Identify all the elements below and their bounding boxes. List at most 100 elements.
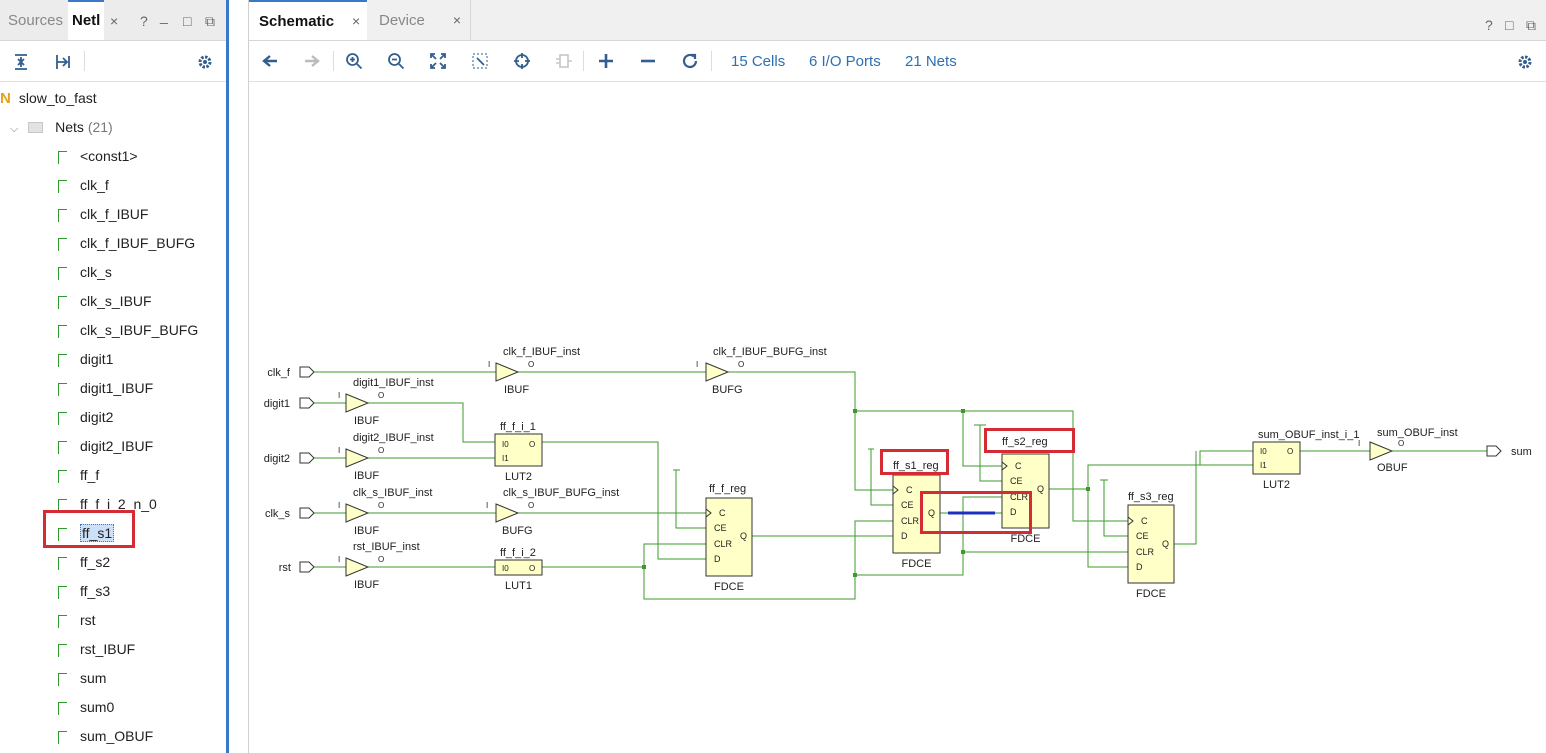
net-item[interactable]: ff_s2 [56, 551, 110, 573]
pin-label: CLR [901, 516, 920, 526]
float-icon[interactable]: ⧉ [1526, 17, 1536, 33]
netlist-badge-icon: N [0, 90, 11, 107]
zoom-in-icon[interactable] [345, 52, 363, 70]
gear-icon[interactable] [196, 53, 214, 71]
net-label: <const1> [80, 148, 138, 164]
pin-label: O [528, 360, 534, 369]
fit-view-icon[interactable] [429, 52, 447, 70]
net-label: clk_f_IBUF_BUFG [80, 235, 196, 251]
minimize-icon[interactable]: _ [160, 8, 168, 24]
input-port [299, 397, 315, 409]
close-icon[interactable]: × [452, 12, 462, 28]
chevron-down-icon[interactable]: ⌵ [10, 123, 19, 135]
net-item[interactable]: digit1 [56, 348, 113, 370]
net-item[interactable]: sum0 [56, 696, 114, 718]
pin-label: CE [901, 500, 914, 510]
refresh-icon[interactable] [681, 52, 699, 70]
pin-label: CLR [1136, 547, 1155, 557]
net-wire [728, 371, 893, 491]
pin-label: C [906, 485, 913, 495]
plus-icon[interactable] [597, 52, 615, 70]
pin-label: CE [1010, 476, 1023, 486]
collapse-all-icon[interactable] [12, 53, 30, 71]
io-ports-count-link[interactable]: 6 I/O Ports [809, 53, 881, 70]
tab-schematic[interactable]: Schematic× [249, 0, 367, 40]
output-port [1486, 445, 1502, 457]
net-item[interactable]: clk_s_IBUF [56, 290, 152, 312]
net-item[interactable]: <const1> [56, 145, 138, 167]
net-item[interactable]: clk_s_IBUF_BUFG [56, 319, 198, 341]
minus-icon[interactable] [639, 52, 657, 70]
lut-cell [1252, 441, 1301, 475]
net-item[interactable]: ff_s3 [56, 580, 110, 602]
pin-label: C [1141, 516, 1148, 526]
net-icon [58, 644, 67, 657]
nets-folder-label: Nets [55, 119, 84, 135]
net-icon [58, 702, 67, 715]
net-item[interactable]: ff_f_i_2_n_0 [56, 493, 157, 515]
net-item[interactable]: rst_IBUF [56, 638, 135, 660]
net-item[interactable]: digit2_IBUF [56, 435, 153, 457]
highlight-box-ff-s1-reg [880, 449, 949, 475]
port-label: sum [1511, 446, 1532, 458]
obuf-cell [1369, 441, 1394, 461]
float-icon[interactable]: ⧉ [205, 13, 215, 29]
crosshair-icon[interactable] [513, 52, 531, 70]
net-item[interactable]: clk_f [56, 174, 109, 196]
net-item[interactable]: sum_OBUF [56, 725, 153, 747]
net-icon [58, 557, 67, 570]
back-arrow-icon[interactable] [261, 53, 279, 69]
cell-type-label: OBUF [1377, 462, 1408, 474]
cells-count-link[interactable]: 15 Cells [731, 53, 786, 70]
tab-sources[interactable]: Sources [8, 12, 64, 29]
help-icon[interactable]: ? [1485, 17, 1493, 33]
gear-icon[interactable] [1516, 53, 1534, 71]
input-port [299, 561, 315, 573]
pin-label: O [529, 440, 535, 449]
net-label: rst [80, 612, 96, 628]
pin-label: CLR [714, 539, 733, 549]
cell-instance-label: clk_s_IBUF_BUFG_inst [503, 487, 619, 499]
net-label: clk_s_IBUF_BUFG [80, 322, 199, 338]
input-port [299, 452, 315, 464]
fdce-cell [892, 474, 941, 554]
net-icon [58, 586, 67, 599]
cell-instance-label: ff_s2_reg [1002, 436, 1048, 448]
net-label: ff_s2 [80, 554, 111, 570]
net-item[interactable]: clk_f_IBUF [56, 203, 148, 225]
tab-device[interactable]: Device× [369, 0, 471, 40]
net-item[interactable]: sum [56, 667, 106, 689]
net-item[interactable]: rst [56, 609, 96, 631]
maximize-icon[interactable]: □ [183, 13, 192, 29]
net-item[interactable]: digit1_IBUF [56, 377, 153, 399]
net-item[interactable]: ff_f [56, 464, 99, 486]
net-item[interactable]: clk_s [56, 261, 112, 283]
net-wire [1174, 451, 1197, 545]
tab-netlist-label: Netl [72, 12, 101, 29]
zoom-out-icon[interactable] [387, 52, 405, 70]
net-icon [58, 528, 67, 541]
close-icon[interactable]: × [352, 13, 361, 29]
net-icon [58, 470, 67, 483]
nets-count-link[interactable]: 21 Nets [905, 53, 957, 70]
net-wire [868, 448, 893, 506]
help-icon[interactable]: ? [140, 13, 148, 29]
zoom-selection-icon[interactable] [471, 52, 489, 70]
nets-folder-item[interactable]: ⌵ Nets (21) [10, 116, 113, 138]
tab-netlist[interactable]: Netl [68, 0, 105, 40]
close-icon[interactable]: × [110, 13, 119, 29]
clock-pin-marker [1001, 461, 1008, 471]
net-wire [974, 424, 1002, 482]
net-icon [58, 615, 67, 628]
net-item[interactable]: digit2 [56, 406, 113, 428]
maximize-icon[interactable]: □ [1505, 17, 1514, 33]
forward-arrow-icon[interactable] [303, 53, 321, 69]
net-item[interactable]: clk_f_IBUF_BUFG [56, 232, 195, 254]
cell-instance-label: ff_s1_reg [893, 460, 939, 472]
expand-icon[interactable] [54, 53, 72, 71]
net-item[interactable]: ff_s1 [56, 522, 115, 544]
cell-icon[interactable] [555, 52, 573, 70]
